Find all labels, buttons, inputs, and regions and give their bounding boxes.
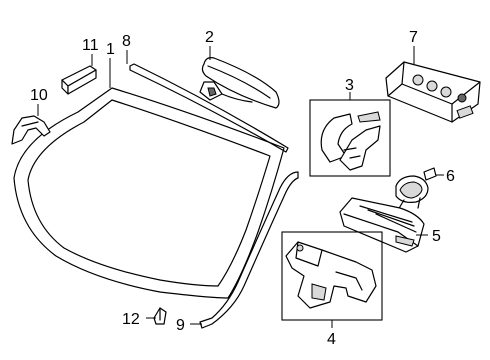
cover-assembly-box (309, 92, 391, 177)
callout-6: 6 (446, 168, 455, 185)
callout-12: 12 (122, 311, 140, 328)
callout-9: 9 (176, 317, 185, 334)
callout-3: 3 (345, 77, 354, 94)
callout-8: 8 (122, 33, 131, 50)
callout-5: 5 (432, 228, 441, 245)
callout-2: 2 (205, 29, 214, 46)
callout-1: 1 (106, 41, 115, 58)
windshield-glass (13, 87, 285, 299)
callout-7: 7 (409, 29, 418, 46)
side-molding (190, 171, 299, 329)
callout-11: 11 (82, 37, 99, 54)
sensor-module (385, 46, 481, 123)
pad-11 (61, 54, 97, 95)
clip-12 (146, 307, 167, 325)
upper-molding (126, 50, 289, 153)
bracket-box (281, 231, 383, 328)
rearview-mirror (199, 46, 280, 109)
callout-4: 4 (327, 331, 336, 348)
rain-sensor (395, 167, 444, 213)
clip-10 (11, 104, 51, 145)
lower-cover (339, 197, 428, 253)
callout-10: 10 (30, 87, 48, 104)
